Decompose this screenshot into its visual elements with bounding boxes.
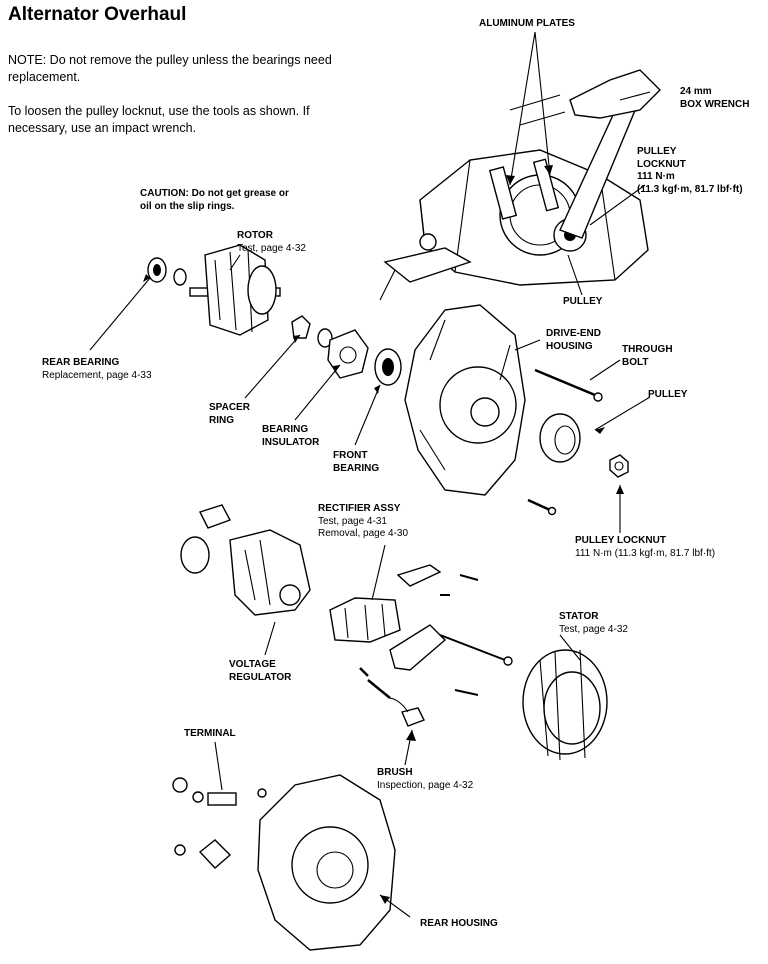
rear-bearing-illustration bbox=[147, 257, 187, 286]
rectifier-assy-illustration bbox=[329, 564, 513, 696]
leader-lines bbox=[89, 31, 651, 918]
label-pulley-top: PULLEY bbox=[563, 296, 603, 307]
note-text: NOTE: Do not remove the pulley unless th… bbox=[8, 53, 332, 84]
label-rear-housing: REAR HOUSING bbox=[420, 918, 498, 929]
alternator-in-vise-illustration bbox=[488, 158, 587, 256]
stator-illustration bbox=[522, 649, 608, 761]
pulley-locknut-illustration bbox=[609, 454, 629, 478]
through-bolt-illustration bbox=[534, 368, 603, 402]
drive-end-housing-illustration bbox=[404, 304, 526, 496]
brush-illustration bbox=[359, 667, 425, 727]
pulley-illustration bbox=[539, 413, 581, 463]
label-pulley-mid: PULLEY bbox=[648, 389, 688, 400]
rear-housing-illustration bbox=[257, 774, 396, 951]
hand-illustration bbox=[509, 69, 661, 126]
housing-bolt-illustration bbox=[527, 498, 557, 516]
terminal-illustration bbox=[172, 777, 267, 869]
instruction-text: To loosen the pulley locknut, use the to… bbox=[8, 104, 310, 135]
voltage-regulator-illustration bbox=[180, 504, 311, 616]
arrow-heads bbox=[143, 165, 624, 904]
label-aluminum-plates: ALUMINUM PLATES bbox=[479, 18, 575, 29]
front-bearing-illustration bbox=[374, 348, 402, 386]
page-title: Alternator Overhaul bbox=[8, 4, 187, 25]
rotor-illustration bbox=[189, 244, 281, 336]
label-terminal: TERMINAL bbox=[184, 728, 236, 739]
spacer-ring-illustration bbox=[291, 315, 333, 348]
bearing-insulator-illustration bbox=[327, 329, 369, 379]
